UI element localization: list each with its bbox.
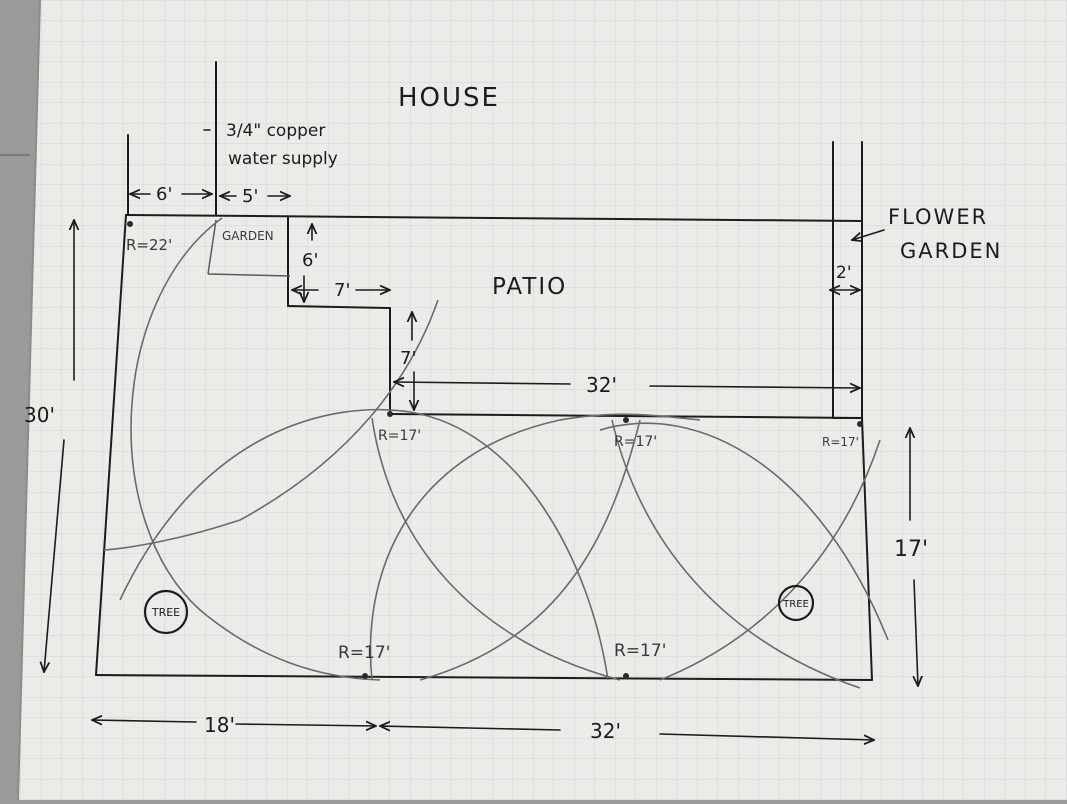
dim-2-flower: 2' (836, 263, 852, 283)
radius-patio-right: R=17' (822, 435, 859, 449)
sprinkler-arcs (103, 217, 889, 689)
labels: HOUSE 3/4" copper water supply FLOWER GA… (24, 83, 1002, 743)
dim-32-patio: 32' (586, 373, 617, 397)
tree-right: TREE (777, 584, 815, 622)
water-supply-label-2: water supply (228, 149, 338, 169)
dim-18-bottom: 18' (204, 713, 235, 737)
dimension-arrows (44, 129, 918, 740)
sprinkler-head-bottom-right (623, 673, 629, 679)
radius-bottom-right: R=17' (614, 641, 666, 661)
tree-right-label: TREE (782, 599, 809, 610)
sprinkler-heads (127, 221, 863, 679)
radius-corner: R=22' (126, 236, 172, 254)
dim-5-top: 5' (242, 186, 258, 207)
dim-32-bottom: 32' (590, 719, 621, 743)
sprinkler-head-patio-mid (623, 417, 629, 423)
water-supply-label-1: 3/4" copper (226, 121, 325, 141)
dim-7-horizontal: 7' (334, 280, 350, 301)
sprinkler-head-corner (127, 221, 133, 227)
dim-30-left: 30' (24, 403, 55, 427)
flower-garden-label-2: GARDEN (900, 239, 1002, 263)
flower-garden-label-1: FLOWER (888, 205, 988, 229)
dim-17-right: 17' (894, 537, 928, 562)
sprinkler-head-patio-right (857, 421, 863, 427)
sprinkler-head-bottom-left (362, 673, 368, 679)
tree-left-label: TREE (151, 606, 180, 619)
garden-label: GARDEN (222, 229, 274, 243)
property-lines (95, 61, 873, 681)
radius-patio-mid: R=17' (614, 434, 657, 450)
garden-bed (207, 219, 291, 277)
radius-patio-left: R=17' (378, 428, 421, 444)
house-label: HOUSE (398, 83, 500, 113)
dim-6-vertical: 6' (302, 250, 318, 271)
sprinkler-head-patio-left (387, 411, 393, 417)
radius-bottom-left: R=17' (338, 643, 390, 663)
dim-6-top: 6' (156, 184, 172, 205)
patio-label: PATIO (492, 274, 567, 300)
dim-7-vertical: 7' (400, 348, 416, 369)
tree-left: TREE (143, 589, 189, 635)
